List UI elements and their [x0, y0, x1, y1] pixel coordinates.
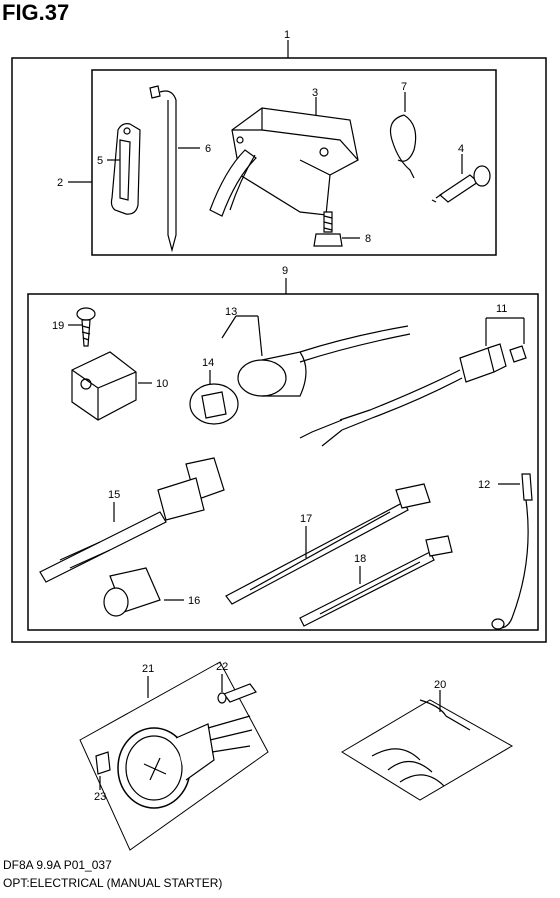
callout-15: 15: [108, 489, 120, 501]
figure-caption: OPT:ELECTRICAL (MANUAL STARTER): [3, 876, 223, 890]
callout-9: 9: [282, 265, 288, 277]
hook-part-7: [389, 114, 417, 179]
bolt-part-8: [313, 211, 343, 247]
callout-7: 7: [401, 81, 407, 93]
clamp-part-10: [71, 351, 137, 421]
callout-23: 23: [94, 791, 106, 803]
callout-12: 12: [478, 479, 490, 491]
callout-3: 3: [312, 87, 318, 99]
assembly-1-frame: [11, 57, 547, 643]
callout-8: 8: [365, 233, 371, 245]
upper-group-frame: [91, 69, 497, 256]
figure-title: FIG.37: [2, 0, 70, 25]
callout-2: 2: [57, 177, 63, 189]
callout-4: 4: [458, 143, 464, 155]
callout-22: 22: [216, 661, 228, 673]
screw-part-19: [76, 307, 96, 347]
callout-21: 21: [142, 663, 154, 675]
tie-part-6: [149, 85, 177, 253]
cable-tie-part-17: [225, 483, 431, 605]
callout-1: 1: [284, 29, 290, 41]
sensor-part-15: [39, 457, 225, 583]
grommet-part-16: [103, 567, 161, 617]
ground-wire-part-12: [491, 473, 533, 630]
switch-part-13: [237, 325, 411, 397]
callout-16: 16: [188, 595, 200, 607]
lower-group-frame: [27, 293, 539, 631]
callout-5: 5: [97, 155, 103, 167]
cable-tie-part-18: [299, 535, 453, 627]
cap-part-14: [189, 383, 239, 425]
model-code: DF8A 9.9A P01_037: [3, 858, 112, 872]
callout-14: 14: [202, 357, 214, 369]
callout-17: 17: [300, 513, 312, 525]
callout-18: 18: [354, 553, 366, 565]
callout-13: 13: [225, 306, 237, 318]
callout-19: 19: [52, 320, 64, 332]
pin-part-4: [431, 165, 491, 203]
bag-part-20: [341, 699, 514, 801]
clip-part-5: [110, 123, 141, 215]
rectifier-part-3: [209, 107, 359, 217]
pin-part-22: [217, 683, 257, 704]
callout-6: 6: [205, 143, 211, 155]
harness-part-11: [299, 343, 527, 447]
callout-20: 20: [434, 679, 446, 691]
gauge-part-21: [79, 661, 269, 851]
bulb-part-23: [95, 751, 111, 775]
callout-11: 11: [496, 303, 507, 315]
callout-10: 10: [156, 378, 168, 390]
